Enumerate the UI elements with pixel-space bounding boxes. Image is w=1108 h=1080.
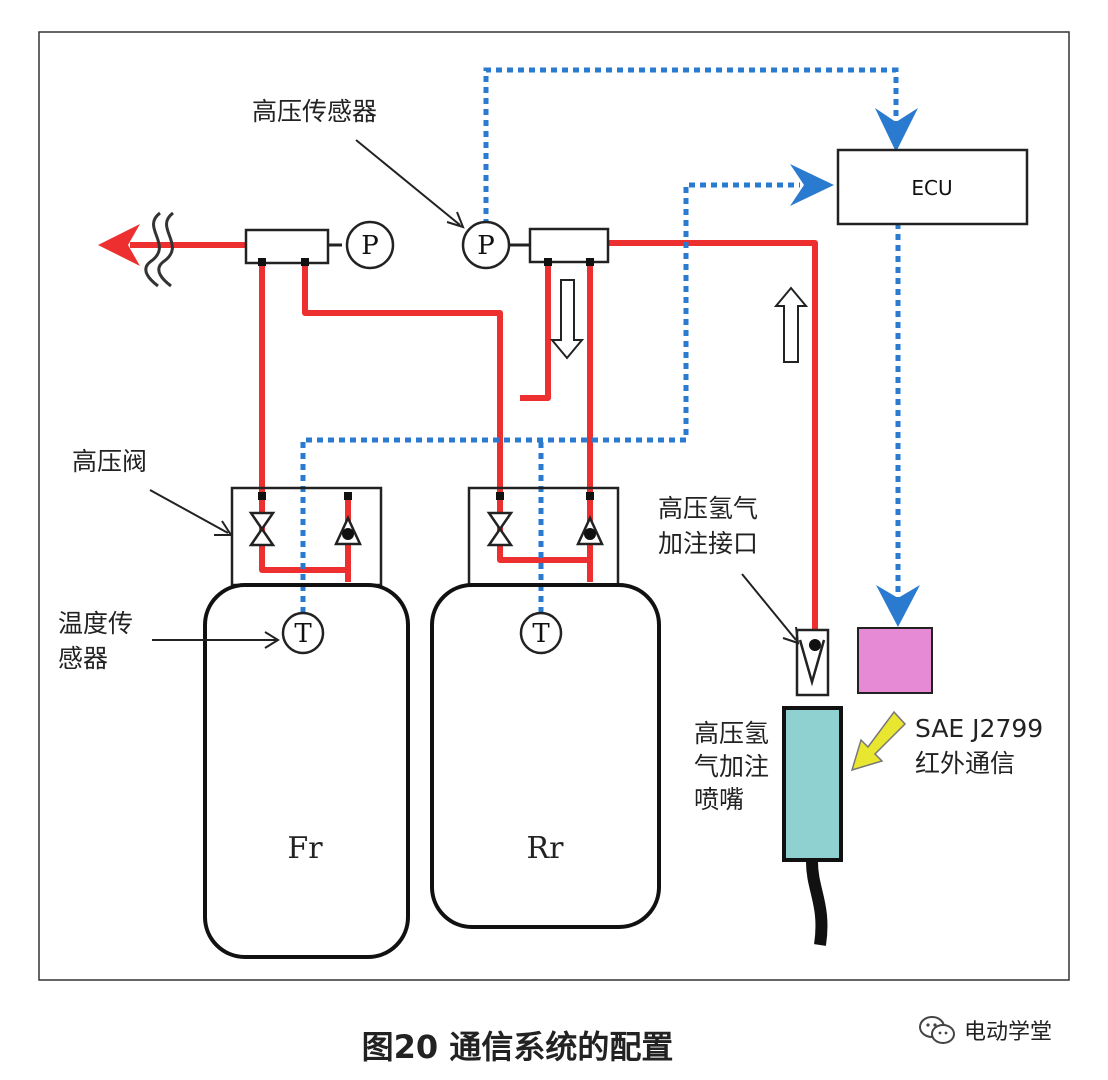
right-manifold: [528, 227, 610, 264]
flow-down-arrow-icon: [549, 279, 585, 360]
temp-sensor-label-1: 温度传: [58, 609, 133, 638]
ecu-label: ECU: [911, 176, 952, 200]
figure-caption: 图20 通信系统的配置: [361, 1028, 674, 1066]
temp-sensor-label-2: 感器: [58, 644, 108, 673]
tank-front: [203, 583, 410, 959]
high-pressure-valve-label: 高压阀: [72, 447, 147, 476]
right-gauge-label: P: [477, 231, 495, 261]
fr-temp-gauge: [281, 611, 325, 655]
signal-arrow-icon: [790, 164, 834, 206]
nozzle-label-3: 喷嘴: [694, 785, 744, 814]
fill-port-label-1: 高压氢气: [658, 494, 758, 523]
ir-module: [857, 627, 933, 694]
nozzle-hose: [806, 861, 828, 946]
ir-comm-label-1: SAE J2799: [915, 714, 1043, 743]
left-pressure-gauge: [345, 220, 395, 270]
tank-rear-label: Rr: [527, 831, 565, 866]
nozzle-label-1: 高压氢: [694, 719, 769, 748]
flow-up-arrow-icon: [773, 286, 809, 363]
rr-temp-gauge: [519, 611, 563, 655]
rr-check-valve-icon: [576, 515, 604, 546]
wechat-logo-icon: [919, 1016, 955, 1044]
watermark: 电动学堂: [918, 1014, 1052, 1046]
break-squiggle-icon: [144, 211, 175, 288]
signal-lines: [300, 67, 901, 624]
rr-shutoff-valve-icon: [486, 511, 514, 547]
hydrogen-lines: [130, 240, 818, 635]
joint-dots: [258, 258, 594, 500]
right-pressure-gauge: [461, 220, 511, 270]
signal-arrow-icon: [876, 585, 920, 627]
watermark-text: 电动学堂: [964, 1020, 1053, 1045]
leader-arrows: [149, 139, 800, 649]
fr-check-valve-icon: [334, 515, 362, 546]
pressure-sensor-label: 高压传感器: [252, 97, 377, 126]
tank-front-label: Fr: [287, 831, 323, 866]
exit-arrow-icon: [98, 224, 140, 266]
ir-comm-label-2: 红外通信: [915, 749, 1015, 778]
nozzle-label-2: 气加注: [694, 752, 769, 781]
left-gauge-label: P: [361, 231, 379, 261]
fill-port-label-2: 加注接口: [658, 529, 758, 558]
tank-rear: [430, 583, 661, 929]
rr-temp-gauge-label: T: [532, 619, 550, 649]
ecu-box: [836, 148, 1029, 226]
left-manifold: [244, 228, 330, 265]
fill-nozzle: [782, 706, 843, 862]
fr-shutoff-valve-icon: [248, 511, 276, 547]
ir-signal-arrow-icon: [850, 710, 907, 772]
fr-temp-gauge-label: T: [294, 619, 312, 649]
fill-port-check-icon: [798, 639, 826, 687]
signal-arrow-icon: [875, 108, 918, 152]
diagram-frame: [38, 31, 1070, 981]
